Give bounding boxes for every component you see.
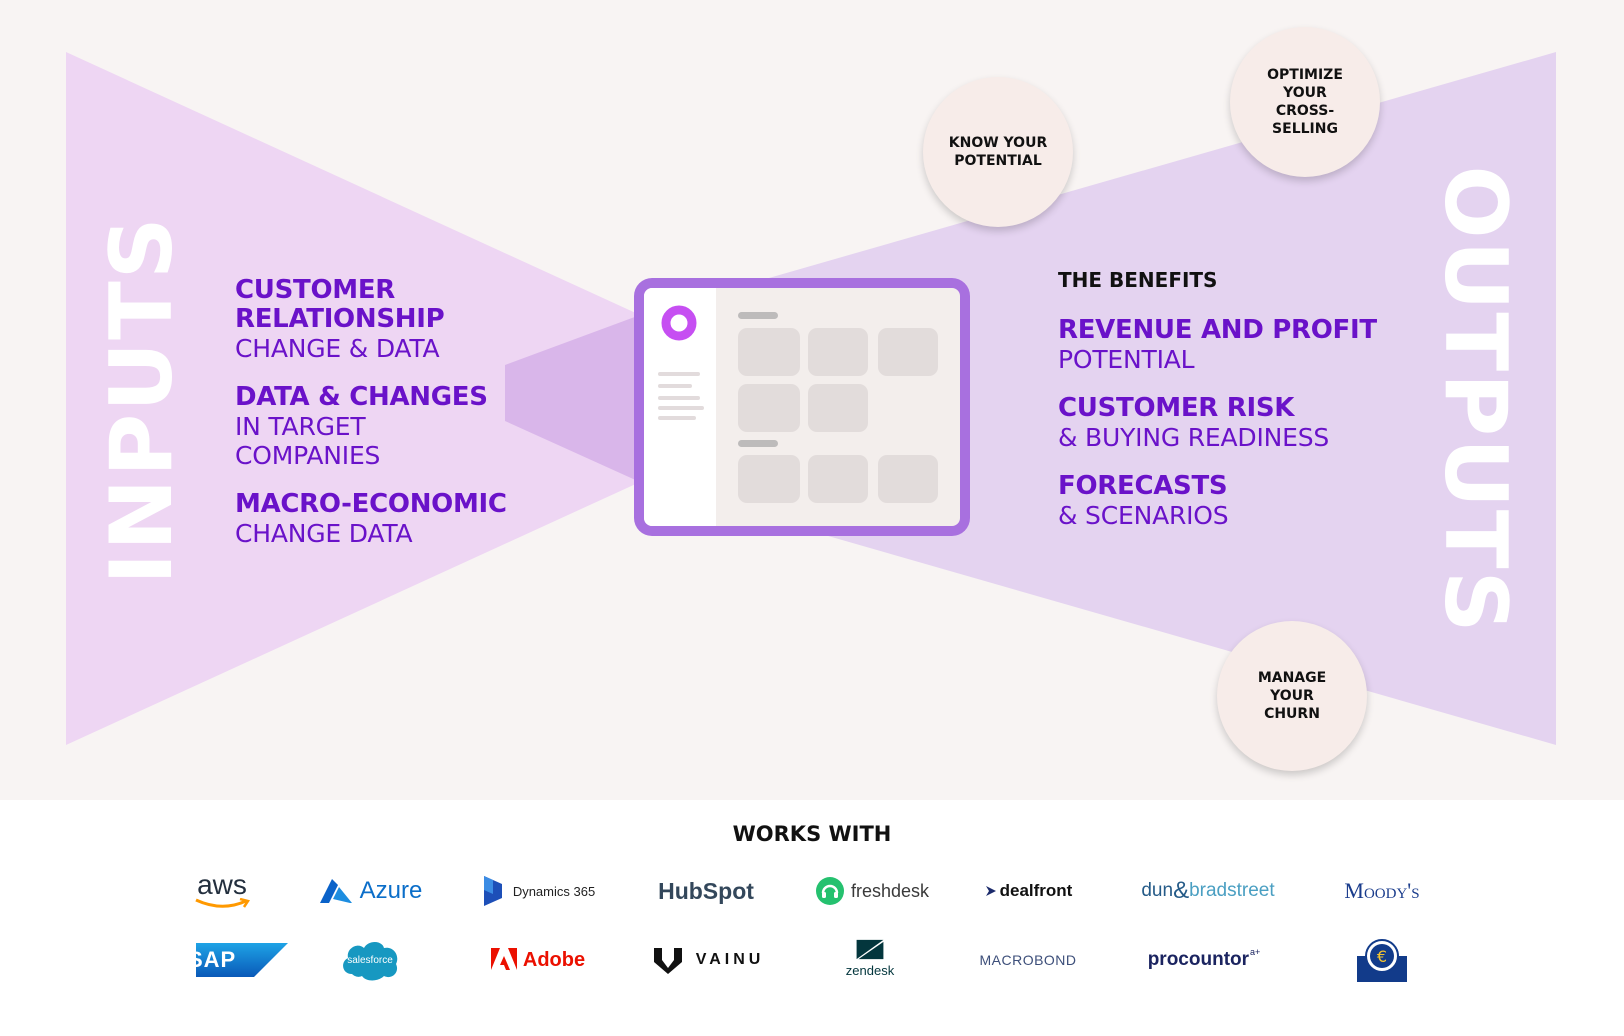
dealfront-icon	[985, 886, 996, 896]
input-subtitle-line: CHANGE & DATA	[235, 334, 440, 363]
input-subtitle-line: COMPANIES	[235, 441, 381, 470]
freshdesk-icon	[815, 877, 844, 905]
output-subtitle: & SCENARIOS	[1058, 501, 1229, 530]
azure-icon	[319, 879, 352, 903]
ecb-logo: €	[1302, 939, 1462, 982]
zendesk-icon	[856, 939, 884, 960]
input-title-line: MACRO-ECONOMIC	[235, 489, 507, 519]
vainu-icon	[653, 948, 682, 974]
outputs-triangle	[640, 52, 1556, 745]
input-title-line: DATA & CHANGES	[235, 382, 488, 412]
output-item: FORECASTS & SCENARIOS	[1058, 471, 1229, 531]
optimize-cross-selling-circle: OPTIMIZE YOUR CROSS-SELLING	[1230, 27, 1380, 177]
salesforce-cloud-icon	[343, 942, 398, 981]
input-title-line: CUSTOMER	[235, 275, 396, 305]
sap-logo: SAP	[162, 940, 322, 980]
input-title-line: RELATIONSHIP	[235, 304, 445, 334]
output-item: REVENUE AND PROFIT POTENTIAL	[1058, 315, 1377, 375]
output-subtitle: & BUYING READINESS	[1058, 423, 1330, 452]
hubspot-logo: HubSpot	[658, 877, 754, 904]
dun-bradstreet-logo: dun & bradstreet	[1141, 877, 1275, 904]
circle-label: MANAGE YOUR CHURN	[1257, 670, 1327, 722]
freshdesk-logo: freshdesk	[792, 871, 952, 911]
zendesk-logo: zendesk	[790, 938, 950, 978]
dynamics-365-logo: Dynamics 365	[458, 871, 618, 911]
output-title: REVENUE AND PROFIT	[1058, 315, 1377, 345]
input-item: DATA & CHANGES IN TARGET COMPANIES	[235, 382, 488, 471]
overlap-region	[505, 315, 640, 482]
macrobond-logo: MACROBOND	[979, 952, 1077, 968]
azure-logo: Azure	[290, 871, 450, 911]
input-subtitle-line: IN TARGET	[235, 412, 366, 441]
works-with-title: WORKS WITH	[732, 822, 892, 846]
input-subtitle-line: CHANGE DATA	[235, 519, 413, 548]
input-item: CUSTOMER RELATIONSHIP CHANGE & DATA	[235, 275, 445, 364]
dynamics-icon	[483, 876, 502, 906]
ecb-euro-icon: €	[1357, 939, 1407, 982]
aws-logo: aws	[142, 870, 302, 910]
benefits-title: THE BENEFITS	[1058, 268, 1218, 292]
outputs-heading: OUTPUTS	[1425, 165, 1525, 635]
dashboard-logo-icon	[661, 305, 697, 341]
output-title: CUSTOMER RISK	[1058, 393, 1295, 423]
salesforce-logo: salesforce	[290, 940, 450, 981]
output-item: CUSTOMER RISK & BUYING READINESS	[1058, 393, 1330, 453]
output-subtitle: POTENTIAL	[1058, 345, 1195, 374]
funnel-background	[66, 52, 1556, 745]
know-potential-circle: KNOW YOUR POTENTIAL	[923, 77, 1073, 227]
output-title: FORECASTS	[1058, 471, 1228, 501]
inputs-heading: INPUTS	[92, 215, 192, 585]
dealfront-logo: dealfront	[948, 871, 1108, 911]
circle-label: KNOW YOUR POTENTIAL	[948, 135, 1048, 169]
sap-icon	[196, 943, 288, 977]
moodys-logo: Moody's	[1344, 878, 1420, 903]
circle-label: OPTIMIZE YOUR CROSS-SELLING	[1267, 67, 1343, 137]
aws-smile-icon	[195, 898, 250, 908]
vainu-logo: VAINU	[628, 940, 788, 980]
svg-text:€: €	[1377, 947, 1387, 966]
input-item: MACRO-ECONOMIC CHANGE DATA	[235, 489, 507, 549]
inputs-triangle	[66, 52, 640, 745]
adobe-icon	[490, 948, 517, 970]
adobe-logo: Adobe	[458, 940, 618, 980]
procountor-logo: procountor a+	[1147, 947, 1261, 970]
manage-churn-circle: MANAGE YOUR CHURN	[1217, 621, 1367, 771]
